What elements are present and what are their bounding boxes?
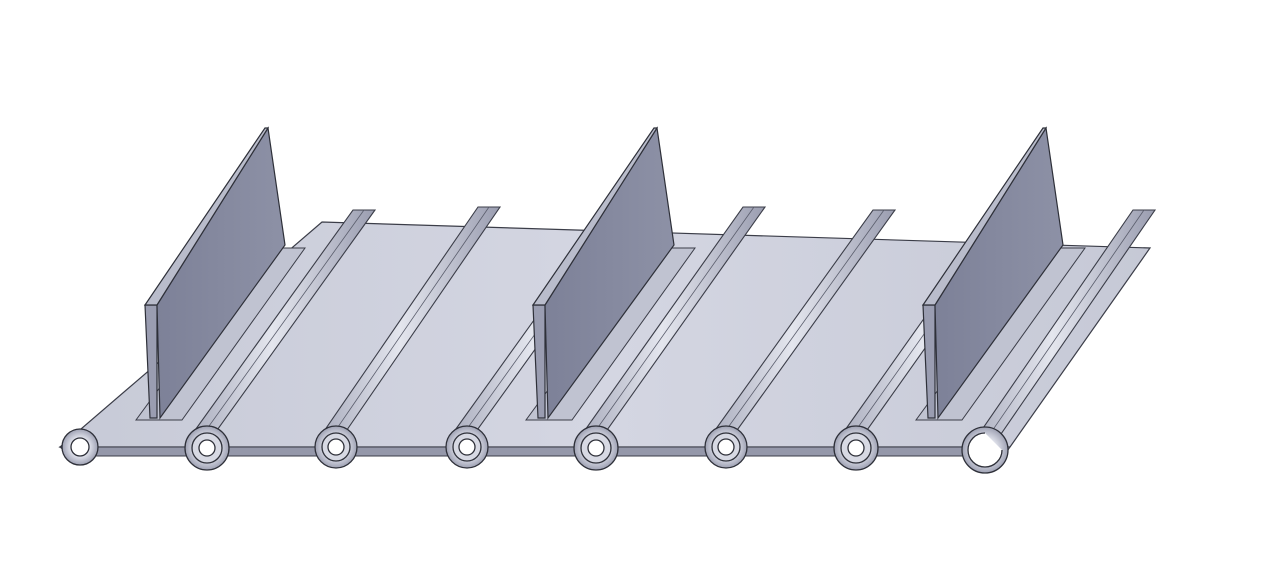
- knuckle: [184, 425, 230, 471]
- flight: [921, 127, 1048, 306]
- knuckle: [573, 425, 619, 471]
- knuckle: [961, 426, 1009, 474]
- knuckle: [833, 425, 879, 471]
- knuckle: [314, 425, 358, 469]
- knuckle: [61, 428, 99, 466]
- knuckle-group: [61, 425, 1009, 474]
- flight: [531, 127, 659, 306]
- knuckle: [445, 425, 489, 469]
- flight: [143, 127, 270, 306]
- knuckle: [704, 425, 748, 469]
- flight-group: [143, 126, 1064, 420]
